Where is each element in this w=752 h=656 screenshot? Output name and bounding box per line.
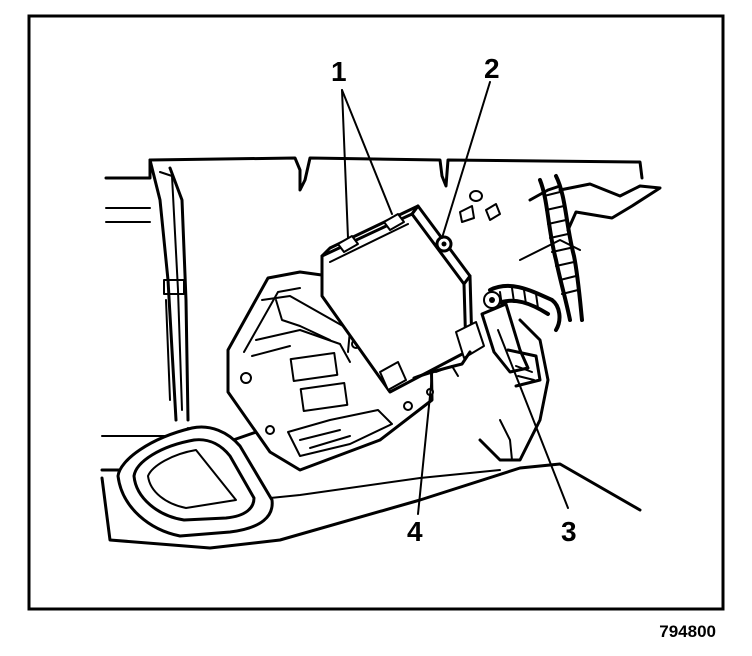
leader-line-1a — [341, 89, 349, 239]
callout-3: 3 — [561, 516, 577, 547]
air-outlet — [116, 425, 274, 538]
control-module — [320, 204, 542, 394]
leader-line-1b — [341, 89, 393, 215]
callout-2: 2 — [484, 53, 500, 84]
leader-line-2 — [441, 81, 491, 239]
callout-4: 4 — [407, 516, 423, 547]
retaining-tab — [480, 302, 530, 374]
figure-number: 794800 — [659, 622, 716, 641]
connector-right — [383, 213, 405, 231]
leader-line-3 — [497, 329, 569, 509]
callout-1: 1 — [331, 56, 347, 87]
leader-lines — [341, 81, 569, 515]
leader-line-4 — [417, 375, 433, 515]
